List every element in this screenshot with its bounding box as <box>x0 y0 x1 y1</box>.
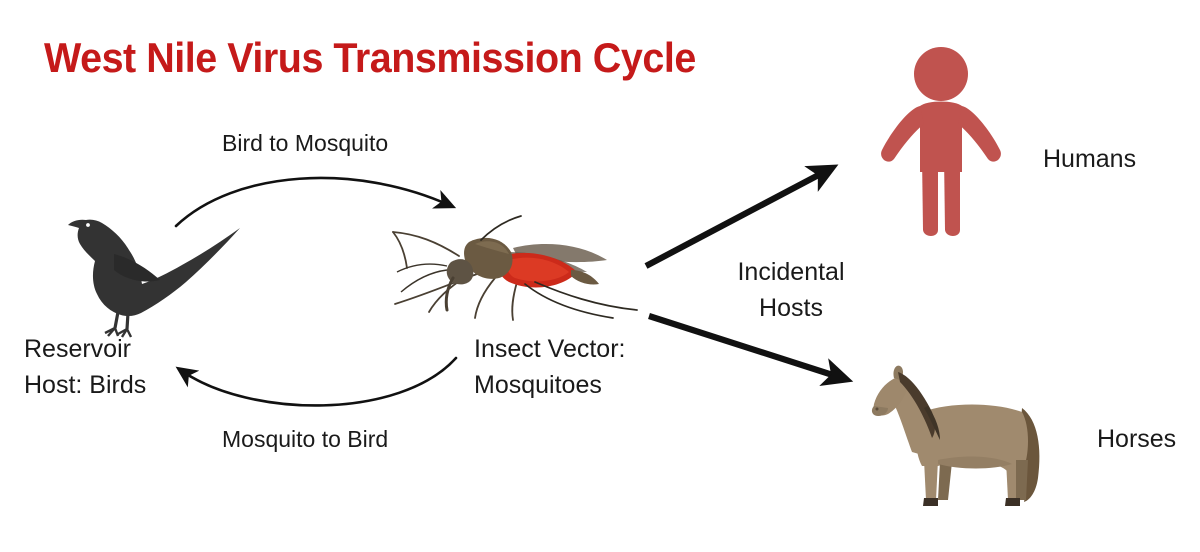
node-label-horses: Horses <box>1097 425 1177 453</box>
node-label-insect-vector-mosquitoes: Insect Vector: Mosquitoes <box>474 335 626 399</box>
human-pictogram-icon <box>876 46 1006 242</box>
horse-icon <box>866 360 1056 515</box>
edge-label-mosquito-to-bird: Mosquito to Bird <box>222 426 389 452</box>
page-title: West Nile Virus Transmission Cycle <box>44 34 696 81</box>
arrow-mosquito-to-bird <box>175 356 458 407</box>
edge-label-incidental-hosts: Incidental Hosts <box>737 258 845 322</box>
mosquito-icon <box>385 212 645 327</box>
node-label-humans: Humans <box>1043 145 1137 173</box>
edge-label-bird-to-mosquito: Bird to Mosquito <box>222 130 389 156</box>
arrow-mosquito-to-humans <box>644 164 839 269</box>
node-label-reservoir-host-birds: Reservoir Host: Birds <box>24 335 147 399</box>
bird-silhouette-icon <box>52 192 247 340</box>
